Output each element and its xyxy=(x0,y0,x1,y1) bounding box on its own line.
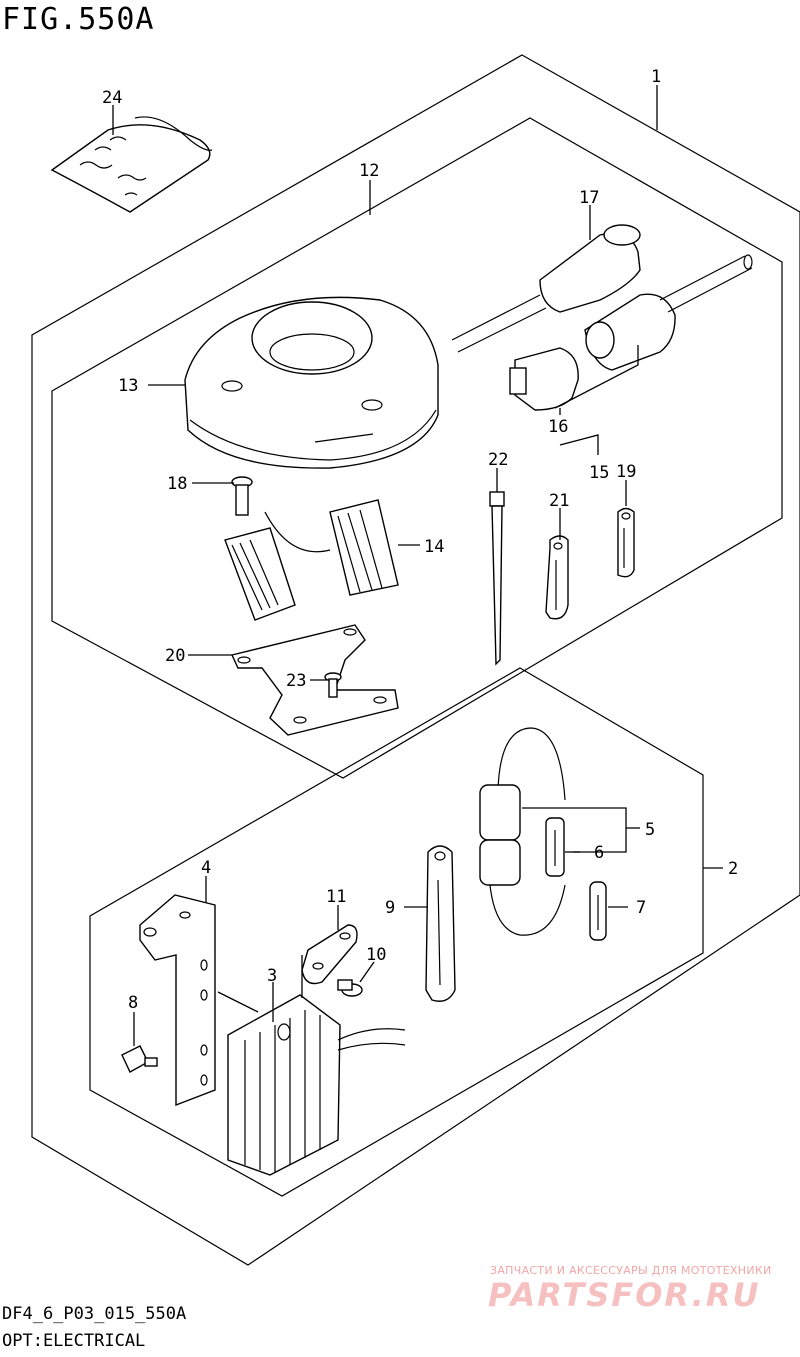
figure-title: FIG.550A xyxy=(2,2,155,37)
fuse-6 xyxy=(545,817,565,877)
plug-16 xyxy=(509,347,579,411)
callout-2: 2 xyxy=(728,859,738,879)
instruction-sheet-24 xyxy=(50,116,213,213)
callout-5: 5 xyxy=(645,820,655,840)
callout-20: 20 xyxy=(165,646,185,666)
bracket-11 xyxy=(301,924,358,985)
callout-18: 18 xyxy=(167,474,187,494)
callout-12: 12 xyxy=(359,161,379,181)
stud-8 xyxy=(121,1045,158,1073)
cord-holder-9 xyxy=(425,845,456,1002)
mounting-bracket-4 xyxy=(139,894,216,1107)
screw-23 xyxy=(324,672,342,698)
callout-14: 14 xyxy=(424,537,444,557)
fuse-cap-7 xyxy=(589,881,607,941)
rectifier-3 xyxy=(227,994,406,1176)
clamp-21 xyxy=(545,535,569,620)
screw-10 xyxy=(337,979,363,997)
callout-23: 23 xyxy=(286,671,306,691)
callout-7: 7 xyxy=(636,898,646,918)
callout-21: 21 xyxy=(549,491,569,511)
callout-15: 15 xyxy=(589,463,609,483)
callout-6: 6 xyxy=(594,843,604,863)
callout-22: 22 xyxy=(488,450,508,470)
callout-9: 9 xyxy=(385,898,395,918)
callout-4: 4 xyxy=(201,858,211,878)
callout-16: 16 xyxy=(548,417,568,437)
callout-13: 13 xyxy=(118,376,138,396)
cable-tie-22 xyxy=(489,491,505,666)
coil-pair-14 xyxy=(224,499,399,621)
callout-3: 3 xyxy=(267,966,277,986)
fuse-holder-5 xyxy=(479,727,566,936)
bolt-18 xyxy=(231,476,253,516)
assembly-outline-12 xyxy=(51,117,783,779)
watermark-logo: PARTSFOR.RU xyxy=(488,1276,761,1314)
figure-code: DF4_6_P03_015_550A xyxy=(2,1304,187,1324)
callout-1: 1 xyxy=(651,67,661,87)
socket-15 xyxy=(584,254,753,371)
callout-8: 8 xyxy=(128,993,138,1013)
assembly-outline-1 xyxy=(31,54,800,1266)
assembly-outline-2 xyxy=(89,667,704,1197)
clamp-19 xyxy=(617,507,635,578)
callout-24: 24 xyxy=(102,88,122,108)
watermark-tagline: ЗАПЧАСТИ И АКСЕССУАРЫ ДЛЯ МОТОТЕХНИКИ xyxy=(490,1264,772,1277)
callout-19: 19 xyxy=(616,462,636,482)
connector-17 xyxy=(451,224,641,353)
figure-description: OPT:ELECTRICAL xyxy=(2,1331,146,1351)
generator-plate-13 xyxy=(184,296,439,469)
callout-10: 10 xyxy=(366,945,386,965)
leader-lines xyxy=(112,85,723,1046)
callout-11: 11 xyxy=(326,887,346,907)
callout-17: 17 xyxy=(579,188,599,208)
